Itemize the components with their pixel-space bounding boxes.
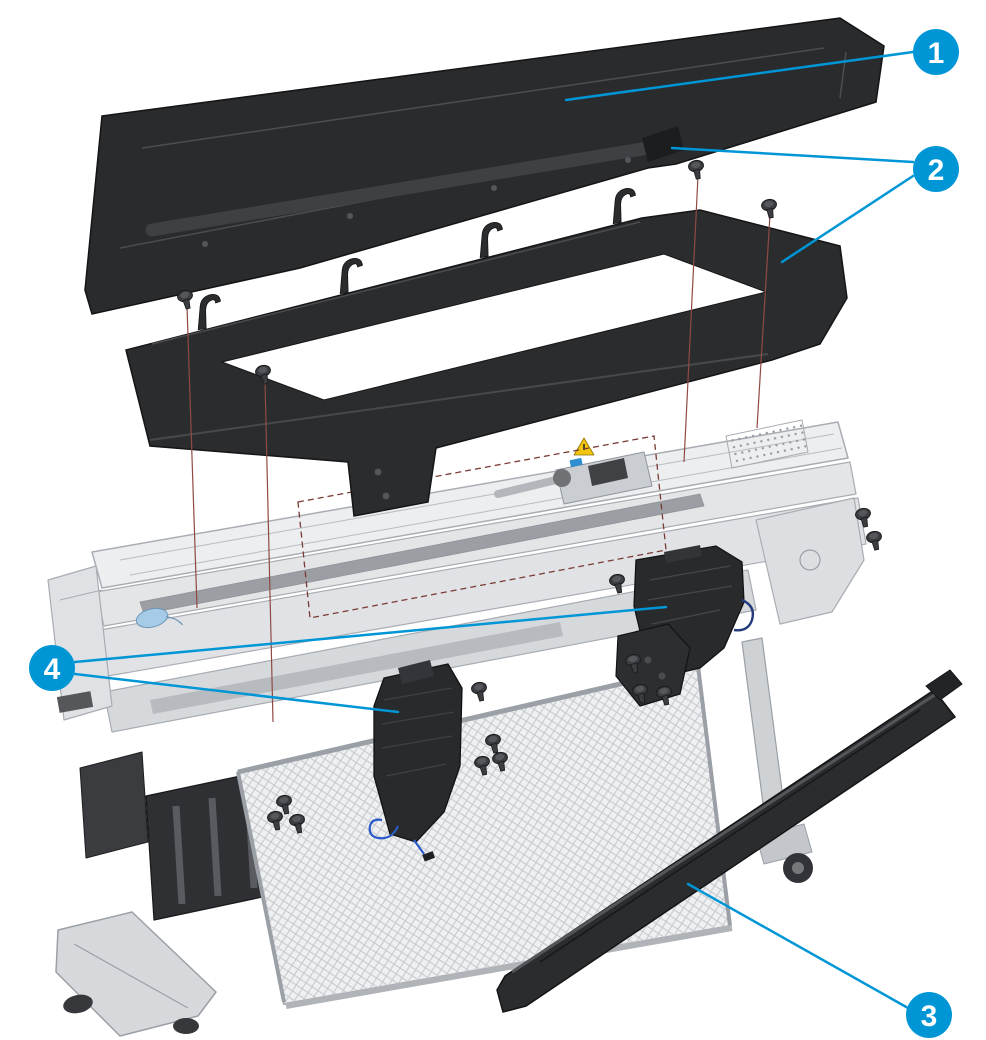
- left-foot: [63, 994, 93, 1014]
- callout-4: 4: [29, 645, 75, 691]
- grille: [725, 419, 809, 469]
- warning-triangle-icon: [573, 437, 595, 456]
- cable-connector: [422, 851, 436, 862]
- cover-clip-slot: [202, 241, 208, 247]
- screw-guide-lines: [186, 175, 771, 723]
- right-bracket-detail: [647, 565, 733, 625]
- left-connector: [56, 691, 94, 713]
- frame-screw-boss: [382, 492, 390, 500]
- callout-1-label: 1: [928, 37, 945, 70]
- leader-4b: [73, 672, 400, 714]
- cover-latch-notch: [642, 126, 684, 162]
- leader-4a: [73, 605, 668, 664]
- top-cover-part: [84, 17, 885, 315]
- callout-1-circle: [913, 29, 959, 75]
- left-bracket-tab: [398, 660, 434, 684]
- bracket-boss: [658, 672, 666, 680]
- leader-3: [686, 882, 910, 1010]
- left-legs: [55, 911, 217, 1037]
- bracket-assembly-left: [368, 660, 463, 862]
- left-foot: [173, 1018, 199, 1034]
- cover-end-crease: [839, 51, 847, 99]
- right-bracket-tab: [664, 545, 702, 563]
- callout-3-circle: [906, 992, 952, 1038]
- callout-2-label: 2: [928, 154, 945, 187]
- bracket-boss: [644, 656, 652, 664]
- callout-1: 1: [913, 29, 959, 75]
- cartridge-slots: [172, 781, 294, 905]
- frame-screw-boss: [374, 468, 382, 476]
- left-arm-detail: [59, 589, 103, 601]
- rail-ridge: [539, 709, 921, 963]
- left-bracket-blue-cable: [368, 818, 400, 840]
- rail-line: [129, 447, 843, 576]
- trim-frame-opening: [220, 253, 768, 401]
- blue-tool: [135, 607, 184, 629]
- basket-tube-left: [236, 771, 286, 1003]
- basket-tube-right: [696, 665, 732, 927]
- cover-lower-bar: [145, 141, 655, 237]
- stand-crossbar: [285, 925, 733, 1009]
- left-bracket-detail: [381, 687, 455, 777]
- callout-2: 2: [913, 146, 959, 192]
- cover-clip-slot: [347, 213, 353, 219]
- leader-1: [564, 50, 915, 102]
- top-cover-body: [84, 17, 885, 315]
- top-trim-frame-part: [125, 186, 848, 517]
- right-panel: [755, 497, 865, 625]
- spindle: [494, 476, 560, 498]
- bracket-assembly-right: [615, 545, 755, 707]
- front-beam-strip: [150, 622, 563, 714]
- callout-2-circle: [913, 146, 959, 192]
- rail-highlight: [511, 692, 937, 974]
- left-module: [79, 751, 149, 859]
- right-bracket-cable: [733, 598, 755, 632]
- leader-2b: [780, 174, 915, 264]
- cover-crease: [141, 47, 825, 149]
- alignment-dashed-box: [297, 435, 667, 619]
- platen-slot: [139, 493, 705, 615]
- right-panel-hole: [799, 549, 821, 571]
- left-bracket-body: [373, 663, 463, 843]
- front-trim-rail-part: [496, 669, 963, 1013]
- caster-hub: [792, 862, 804, 874]
- basket-tube-top: [237, 663, 699, 775]
- frame-front-highlight: [149, 353, 769, 441]
- callout-3: 3: [906, 992, 952, 1038]
- blue-lever: [569, 457, 583, 468]
- left-leg-line: [73, 943, 189, 1009]
- callout-leader-lines: [73, 50, 915, 1010]
- callout-4-label: 4: [44, 653, 61, 686]
- callout-3-label: 3: [921, 1000, 938, 1033]
- cover-clip-slot: [491, 185, 497, 191]
- rail-line: [119, 433, 835, 561]
- callout-4-circle: [29, 645, 75, 691]
- carriage-dark-block: [588, 458, 628, 486]
- right-sub-bracket: [615, 623, 691, 707]
- leader-2a: [670, 146, 915, 164]
- cover-clip-slot: [625, 157, 631, 163]
- rail-end-cap: [925, 669, 963, 701]
- frame-top-edge-highlight: [151, 221, 641, 345]
- spindle-hub: [553, 469, 571, 487]
- left-bracket-blue-cable: [413, 839, 425, 855]
